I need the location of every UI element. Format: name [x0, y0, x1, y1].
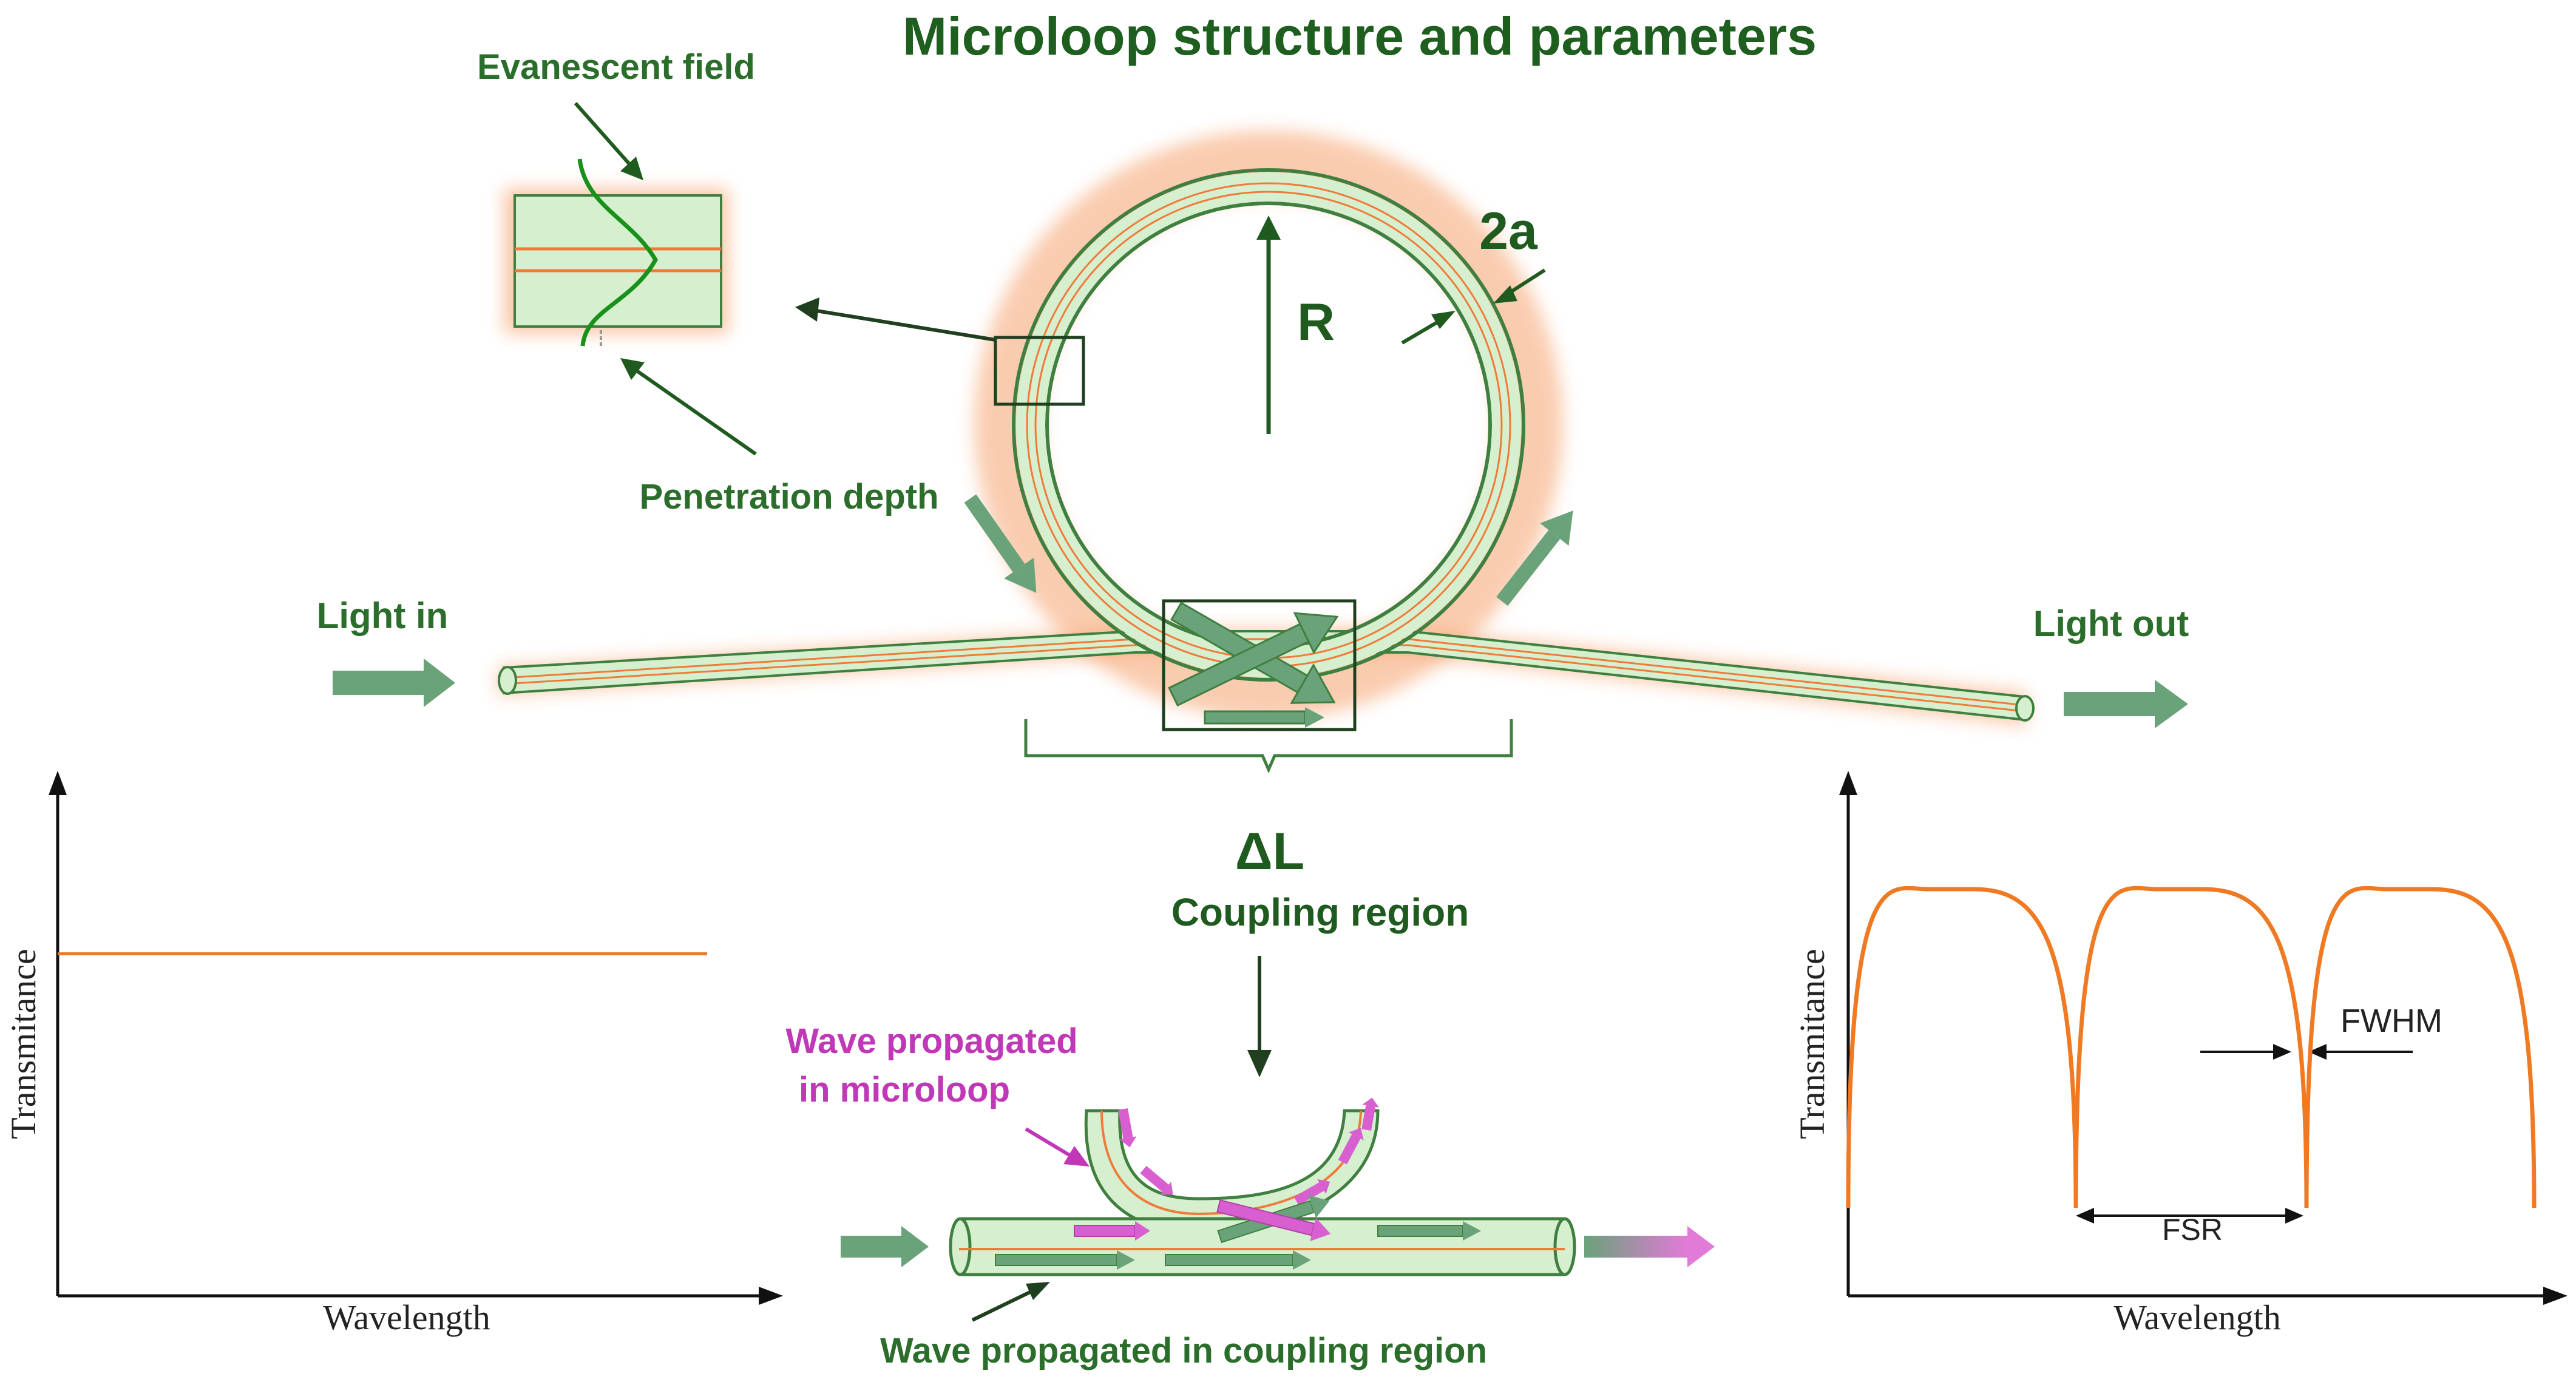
- circulation-arrow-right: [1496, 510, 1573, 606]
- radius-arrowhead: [1256, 215, 1281, 240]
- coupling-down-arrowhead: [1247, 1050, 1272, 1077]
- left-y-axis-arrowhead: [49, 771, 67, 795]
- penetration-depth-arrowhead: [620, 358, 645, 380]
- wave-microloop-pointer: [1025, 1127, 1073, 1158]
- diameter-label: 2a: [1479, 202, 1538, 260]
- coupling-detail: [949, 1097, 1576, 1276]
- fwhm-left-arrowhead: [2273, 1044, 2291, 1060]
- penetration-depth-pointer: [633, 367, 757, 456]
- left-transmittance-plot: Wavelength Transmitance: [4, 771, 783, 1337]
- evanescent-field-inset: [504, 158, 728, 347]
- circulation-arrow-left: [964, 494, 1037, 593]
- wave-microloop-label-line2: in microloop: [799, 1070, 1010, 1109]
- evanescent-field-pointer: [574, 102, 639, 174]
- diameter-outer-arrowhead: [1493, 285, 1517, 303]
- zoom-arrowhead: [795, 297, 819, 322]
- evanescent-field-label: Evanescent field: [477, 47, 755, 87]
- right-y-axis-arrowhead: [1839, 771, 1857, 795]
- coupling-brace: [1024, 719, 1513, 774]
- coupling-region-label: Coupling region: [1171, 890, 1469, 934]
- delta-l-label: ΔL: [1235, 822, 1304, 881]
- coupling-box: [1162, 599, 1357, 731]
- right-y-axis-title: Transmitance: [1792, 949, 1832, 1139]
- fsr-left-arrowhead: [2076, 1208, 2094, 1224]
- penetration-depth-label: Penetration depth: [639, 477, 938, 517]
- resonance-peak-2: [2073, 886, 2309, 1208]
- left-x-axis-arrowhead: [759, 1287, 783, 1305]
- diameter-inner-arrowhead: [1431, 311, 1456, 329]
- right-transmittance-plot: Wavelength Transmitance FWHM FSR: [1792, 771, 2568, 1337]
- wave-coupling-pointer: [971, 1288, 1036, 1322]
- wave-microloop-label-line1: Wave propagated: [785, 1021, 1077, 1061]
- straight-through-arrow: [1204, 707, 1324, 728]
- wave-coupling-arrowhead: [1026, 1282, 1050, 1300]
- fwhm-right-arrowhead: [2308, 1044, 2327, 1060]
- right-x-axis-title: Wavelength: [2113, 1298, 2281, 1337]
- fsr-right-arrowhead: [2285, 1208, 2303, 1224]
- zoom-pointer: [816, 309, 996, 342]
- wave-coupling-label: Wave propagated in coupling region: [880, 1331, 1487, 1370]
- left-y-axis-title: Transmitance: [4, 949, 43, 1139]
- right-x-axis-arrowhead: [2543, 1287, 2568, 1305]
- cross-arrow-b: [1168, 612, 1339, 707]
- radius-label: R: [1297, 293, 1335, 351]
- light-out-label: Light out: [2033, 603, 2189, 644]
- fwhm-label: FWHM: [2340, 1003, 2442, 1039]
- evanescent-field-arrowhead: [620, 157, 643, 180]
- left-x-axis-title: Wavelength: [323, 1298, 490, 1337]
- detail-input-arrow: [841, 1226, 929, 1267]
- light-out-arrow: [2064, 680, 2188, 728]
- detail-output-arrow: [1584, 1226, 1715, 1267]
- light-in-label: Light in: [317, 595, 449, 636]
- diagram-title: Microloop structure and parameters: [903, 6, 1817, 66]
- light-in-arrow: [333, 659, 455, 707]
- fsr-label: FSR: [2162, 1213, 2223, 1247]
- wave-microloop-arrowhead: [1063, 1146, 1090, 1167]
- resonance-peak-1: [1846, 886, 2078, 1208]
- zoom-box: [994, 336, 1085, 406]
- resonance-peak-3: [2304, 886, 2537, 1208]
